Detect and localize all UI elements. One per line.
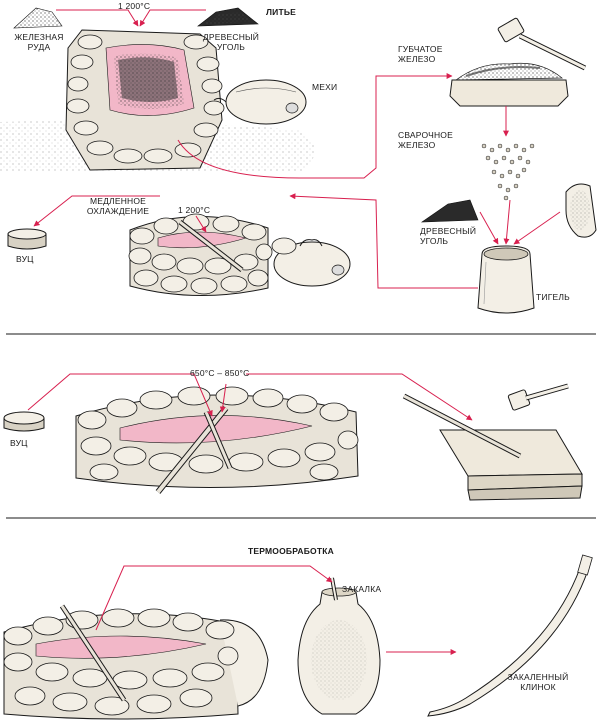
quench-jar: [297, 577, 381, 715]
label-charcoal: ДРЕВЕСНЫЙ УГОЛЬ: [196, 32, 266, 52]
clay-lid: [565, 183, 597, 238]
label-forging-temp: 650°С – 850°С: [190, 368, 250, 378]
charcoal-pile-2: [420, 199, 479, 223]
label-charcoal-2-line2: УГОЛЬ: [420, 236, 449, 246]
crucible: [477, 245, 535, 314]
heat-treatment-hearth: [3, 604, 269, 720]
label-wootz-2: ВУЦ: [10, 438, 28, 448]
label-weld-iron-line2: ЖЕЛЕЗО: [398, 140, 436, 150]
label-slow-cooling: МЕДЛЕННОЕ ОХЛАЖДЕНИЕ: [72, 196, 164, 216]
hardened-blade: [427, 554, 593, 717]
label-charcoal-line1: ДРЕВЕСНЫЙ: [202, 32, 260, 42]
bellows-1: [213, 79, 307, 125]
arrows-forging: [27, 373, 473, 421]
label-hardened-blade-line1: ЗАКАЛЕННЫЙ: [507, 672, 569, 682]
anvil-block: [402, 393, 583, 501]
weld-iron-granules: [481, 143, 535, 201]
label-slow-cooling-line1: МЕДЛЕННОЕ: [89, 196, 147, 206]
label-charcoal-line2: УГОЛЬ: [216, 42, 246, 52]
forge-hearth: [75, 386, 359, 494]
label-charcoal-2: ДРЕВЕСНЫЙ УГОЛЬ: [420, 226, 476, 246]
label-sponge-iron-line2: ЖЕЛЕЗО: [398, 54, 436, 64]
bellows-2: [271, 237, 351, 287]
arrows-casting: [33, 9, 561, 289]
section-title-casting: ЛИТЬЕ: [266, 7, 297, 17]
label-bellows: МЕХИ: [312, 82, 338, 92]
label-crucible: ТИГЕЛЬ: [536, 292, 570, 302]
label-hardened-blade-line2: КЛИНОК: [520, 682, 556, 692]
section-title-heat-treatment: ТЕРМООБРАБОТКА: [248, 546, 334, 556]
label-weld-iron-line1: СВАРОЧНОЕ: [398, 130, 453, 140]
label-weld-iron: СВАРОЧНОЕ ЖЕЛЕЗО: [398, 130, 453, 150]
charcoal-pile-top: [197, 7, 259, 27]
label-iron-ore-line1: ЖЕЛЕЗНАЯ: [14, 32, 64, 42]
label-slow-cooling-line2: ОХЛАЖДЕНИЕ: [86, 206, 150, 216]
blast-furnace: [65, 29, 225, 171]
label-temp-furnace2: 1 200°С: [178, 205, 211, 215]
wootz-ingot-1: [7, 228, 47, 250]
label-iron-ore-line2: РУДА: [27, 42, 51, 52]
label-charcoal-2-line1: ДРЕВЕСНЫЙ: [420, 226, 477, 236]
label-sponge-iron-line1: ГУБЧАТОЕ: [398, 44, 443, 54]
label-sponge-iron: ГУБЧАТОЕ ЖЕЛЕЗО: [398, 44, 443, 64]
wootz-ingot-2: [3, 411, 45, 432]
label-temp-top: 1 200°С: [118, 1, 151, 11]
sponge-iron: [449, 62, 569, 107]
label-wootz-1: ВУЦ: [16, 254, 34, 264]
stone-furnace-2: [128, 213, 273, 296]
iron-ore-pile: [13, 7, 63, 29]
label-hardened-blade: ЗАКАЛЕННЫЙ КЛИНОК: [496, 672, 580, 692]
hammer-1: [497, 17, 587, 71]
label-iron-ore: ЖЕЛЕЗНАЯ РУДА: [8, 32, 70, 52]
hammer-2: [507, 383, 569, 411]
label-quench: ЗАКАЛКА: [342, 584, 382, 594]
arrows-heat-treatment: [95, 565, 457, 655]
